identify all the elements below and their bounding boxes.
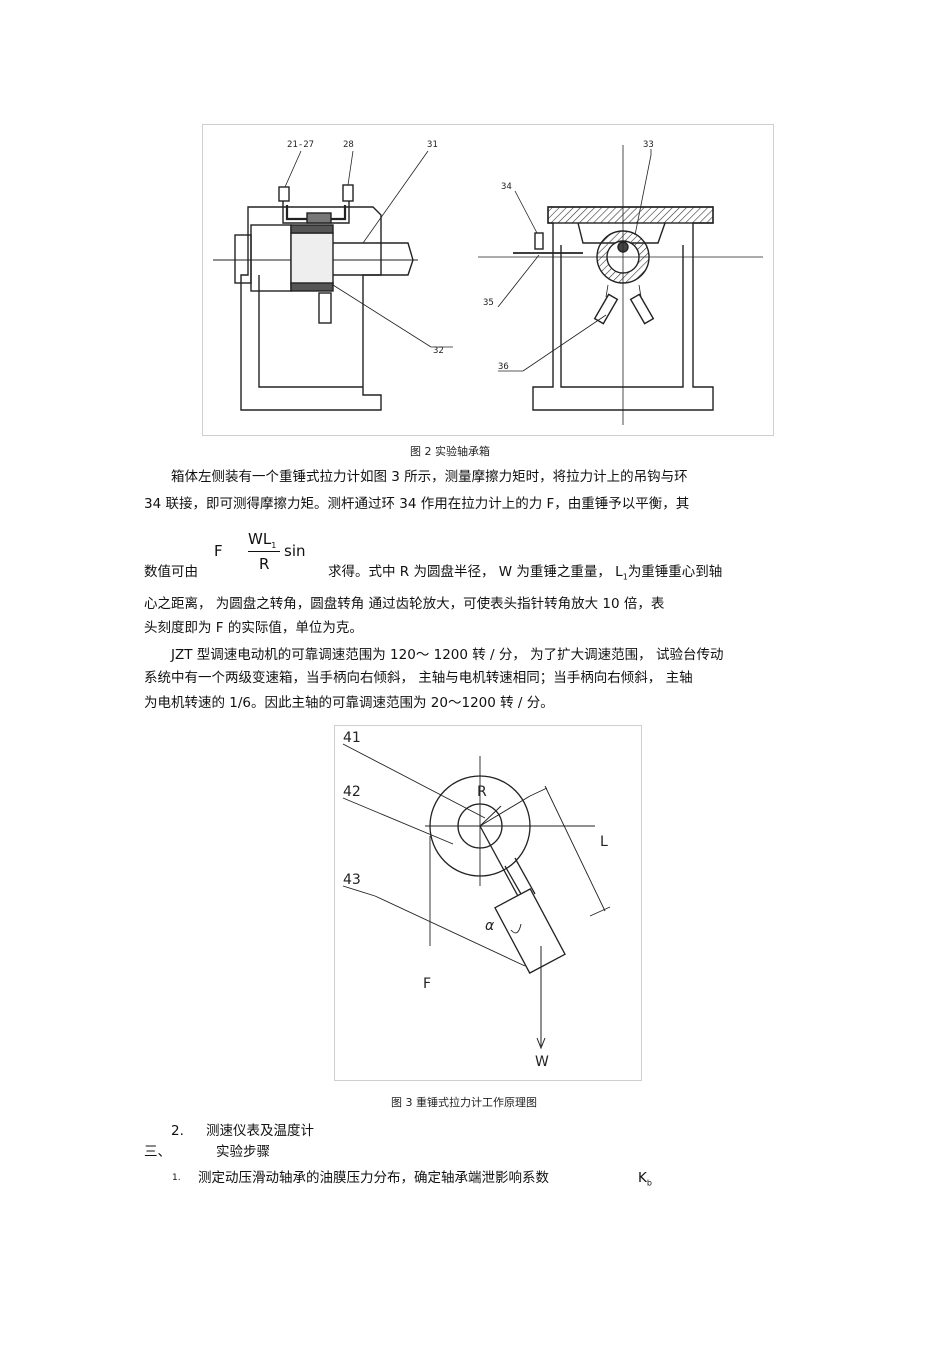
step-1-symbol-sub: b	[646, 1178, 652, 1188]
fig3-label-W: W	[535, 1054, 549, 1070]
figure-3-caption: 图 3 重锤式拉力计工作原理图	[391, 1096, 537, 1109]
formula-numerator-sub: 1	[271, 541, 277, 550]
para2-line3: 为电机转速的 1/6。因此主轴的可靠调速范围为 20～1200 转 / 分。	[144, 695, 554, 711]
fig2-label-31: 31	[427, 140, 438, 150]
fig2-label-32: 32	[433, 346, 444, 356]
step-1-symbol: Kb	[638, 1168, 652, 1194]
para2-line1: JZT 型调速电动机的可靠调速范围为 120～ 1200 转 / 分， 为了扩大…	[171, 647, 724, 663]
fig3-label-L: L	[600, 834, 608, 850]
para1-line2: 34 联接，即可测得摩擦力矩。测杆通过环 34 作用在拉力计上的力 F，由重锤予…	[144, 496, 690, 512]
fig3-label-42: 42	[343, 784, 361, 800]
fig3-label-41: 41	[343, 730, 361, 746]
para1-line1: 箱体左侧装有一个重锤式拉力计如图 3 所示，测量摩擦力矩时，将拉力计上的吊钩与环	[171, 469, 688, 485]
formula-numerator: WL1	[248, 530, 276, 550]
para1-line3-sub: 1	[622, 572, 628, 582]
figure-3-dynamometer: 41 42 43 R L α F W	[334, 725, 642, 1081]
para1-line3-prefix: 数值可由	[144, 564, 198, 580]
formula-denominator: R	[259, 555, 270, 573]
formula-sin: sin	[284, 542, 306, 560]
formula-numerator-text: WL	[248, 530, 272, 548]
figure-2-caption: 图 2 实验轴承箱	[410, 445, 490, 458]
fig2-label-35: 35	[483, 298, 494, 308]
section-3-heading: 实验步骤	[216, 1144, 270, 1160]
figure-3-drawing: 41 42 43 R L α F W	[342, 730, 611, 1070]
fig3-label-F: F	[423, 976, 431, 992]
formula-fraction-bar	[248, 551, 280, 552]
fig2-label-21-27: 21-27	[287, 140, 314, 150]
step-1-text: 测定动压滑动轴承的油膜压力分布，确定轴承端泄影响系数	[198, 1170, 549, 1186]
fig3-label-43: 43	[343, 872, 361, 888]
step-1-number: 1.	[172, 1173, 181, 1183]
item-2-number: 2.	[171, 1123, 184, 1139]
para1-line3-end: 为重锤重心到轴	[627, 564, 723, 580]
item-2-text: 测速仪表及温度计	[206, 1123, 314, 1139]
step-1-symbol-k: K	[638, 1170, 647, 1186]
section-3-number: 三、	[144, 1144, 171, 1160]
para1-line3-text: 求得。式中 R 为圆盘半径， W 为重锤之重量， L	[328, 564, 623, 580]
para2-line2: 系统中有一个两级变速箱，当手柄向右倾斜， 主轴与电机转速相同；当手柄向右倾斜， …	[144, 670, 693, 686]
fig2-label-33: 33	[643, 140, 654, 150]
para1-line4: 心之距离， 为圆盘之转角，圆盘转角 通过齿轮放大，可使表头指针转角放大 10 倍…	[144, 596, 665, 612]
figure-2-bearing-box: 21-27 28 31 32 33 34 35 36	[202, 124, 774, 436]
figure-2-drawing: 21-27 28 31 32 33 34 35 36	[213, 140, 763, 425]
para1-line5: 头刻度即为 F 的实际值，单位为克。	[144, 620, 363, 636]
fig2-label-36: 36	[498, 362, 509, 372]
fig3-label-alpha: α	[485, 918, 495, 934]
para1-line3-suffix: 求得。式中 R 为圆盘半径， W 为重锤之重量， L1为重锤重心到轴	[328, 562, 722, 588]
fig2-label-34: 34	[501, 182, 512, 192]
fig3-label-R: R	[477, 784, 487, 800]
formula-F: F	[214, 542, 223, 560]
fig2-label-28: 28	[343, 140, 354, 150]
